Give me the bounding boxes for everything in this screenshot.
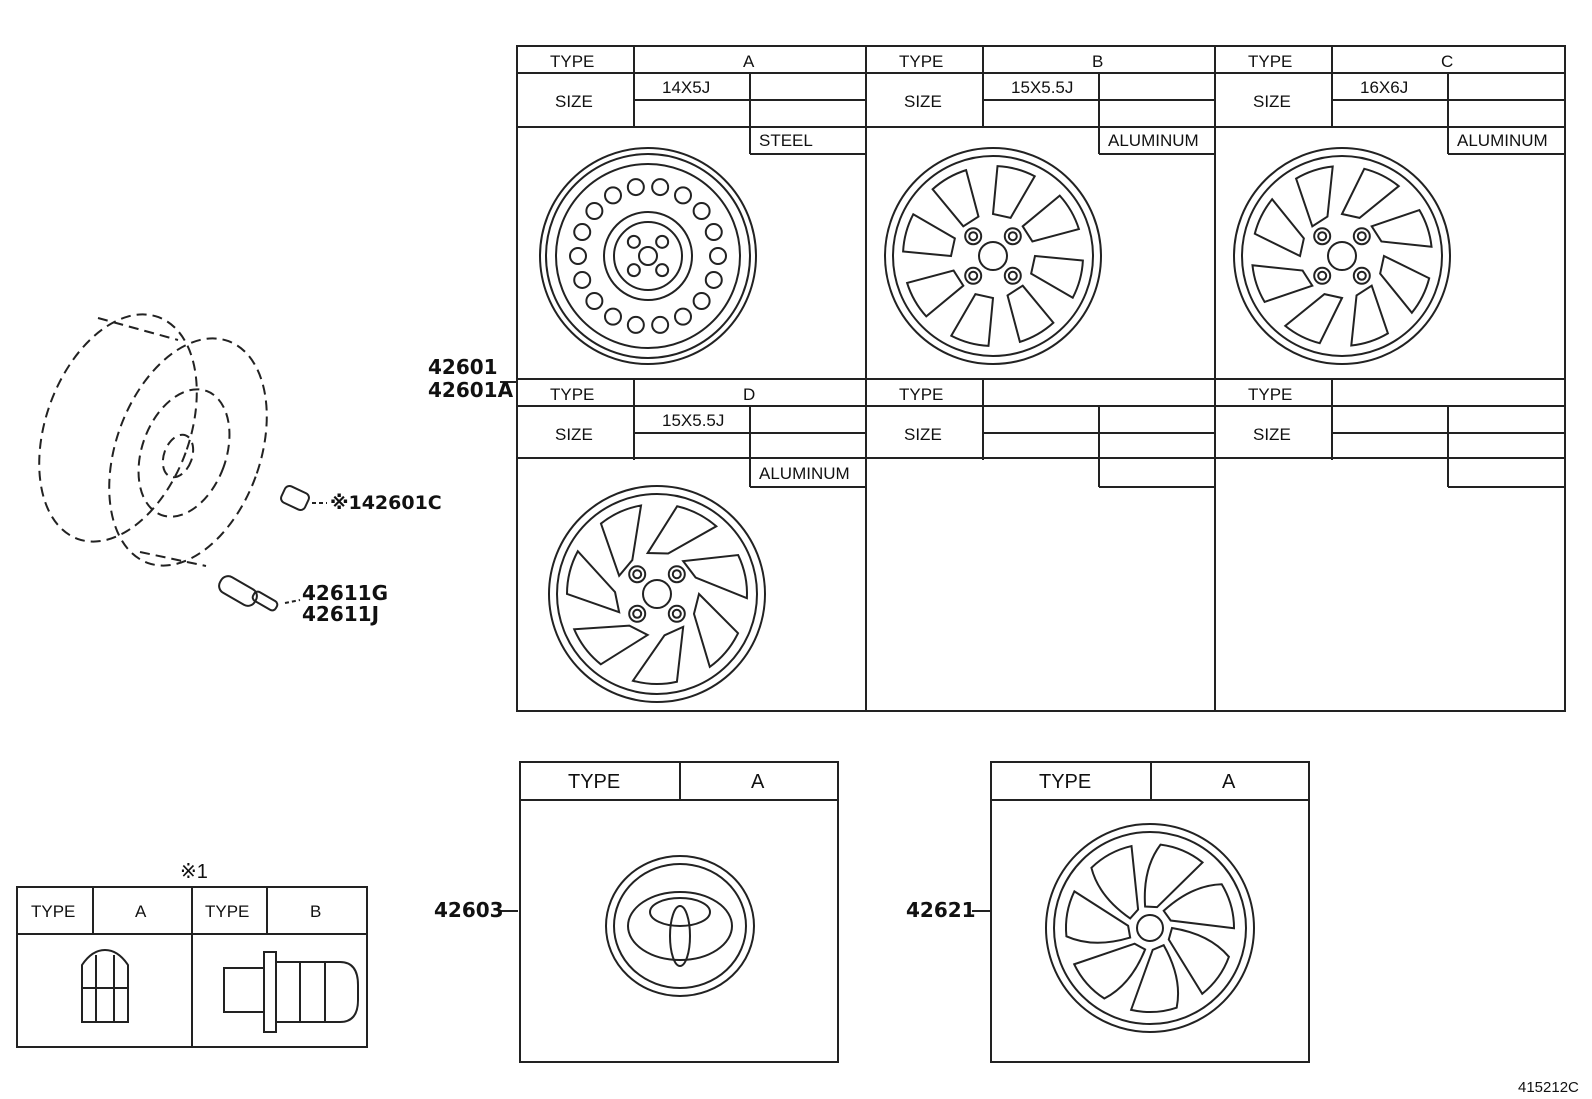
callout-42603: 42603 (434, 898, 504, 922)
alloy-wheel-d-icon (548, 485, 766, 703)
nut-type-b-value: B (310, 902, 322, 921)
steel-wheel-icon (539, 147, 757, 365)
callout-42621: 42621 (906, 898, 976, 922)
tire-outline (38, 313, 268, 567)
panel-type-label: TYPE (1248, 52, 1293, 71)
panel-size-label: SIZE (555, 92, 593, 111)
callout-hub-nut: ※142601C (330, 492, 442, 514)
nut-type-a-value: A (135, 902, 147, 921)
ornament-type-value: A (751, 771, 765, 793)
panel-material-value: STEEL (759, 131, 813, 150)
panel-size-label: SIZE (904, 92, 942, 111)
ornament-table-grid (519, 761, 839, 1063)
panel-type-label: TYPE (550, 52, 595, 71)
panel-size-value: 15X5.5J (662, 411, 725, 430)
panel-type-value: D (743, 385, 756, 404)
panel-type-value: B (1092, 52, 1104, 71)
panel-type-label: TYPE (899, 385, 944, 404)
panel-material-value: ALUMINUM (759, 464, 850, 483)
panel-material-value: ALUMINUM (1108, 131, 1199, 150)
cap-type-value: A (1222, 771, 1236, 793)
hub-nut-part (280, 484, 327, 512)
panel-type-value: A (743, 52, 755, 71)
alloy-wheel-b-icon (884, 147, 1102, 365)
panel-size-value: 16X6J (1360, 78, 1409, 97)
panel-size-value: 15X5.5J (1011, 78, 1074, 97)
callout-42601: 42601 (428, 355, 498, 379)
toyota-emblem-icon (605, 855, 755, 997)
panel-size-label: SIZE (555, 425, 593, 444)
nut-type-a-label: TYPE (31, 902, 76, 921)
callout-42601a: 42601A (428, 378, 514, 402)
panel-type-label: TYPE (899, 52, 944, 71)
alloy-wheel-c-icon (1233, 147, 1451, 365)
panel-material-value: ALUMINUM (1457, 131, 1548, 150)
nut-type-a-icon (81, 948, 129, 1023)
panel-type-label: TYPE (550, 385, 595, 404)
nut-note-mark: ※1 (180, 861, 208, 883)
panel-type-label: TYPE (1248, 385, 1293, 404)
nut-type-b-icon (223, 951, 359, 1033)
callout-42611j: 42611J (302, 602, 380, 626)
panel-size-label: SIZE (904, 425, 942, 444)
cap-type-label: TYPE (1039, 771, 1092, 793)
wheel-cap-icon (1045, 823, 1255, 1033)
cap-table-grid (990, 761, 1310, 1063)
panel-size-label: SIZE (1253, 425, 1291, 444)
nut-type-b-label: TYPE (205, 902, 250, 921)
nut-table-grid (16, 886, 368, 1048)
figure-code: 415212C (1518, 1079, 1579, 1096)
panel-type-value: C (1441, 52, 1454, 71)
panel-size-value: 14X5J (662, 78, 711, 97)
valve-part (218, 575, 301, 612)
callout-42611g: 42611G (302, 581, 388, 605)
panel-size-label: SIZE (1253, 92, 1291, 111)
wheel-table-grid (516, 45, 1566, 712)
ornament-type-label: TYPE (568, 771, 621, 793)
